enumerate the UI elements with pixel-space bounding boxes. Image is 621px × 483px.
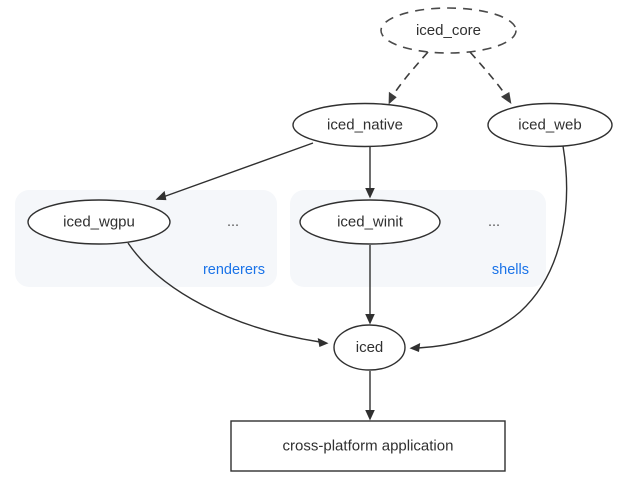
node-iced-web[interactable]: iced_web: [487, 102, 613, 148]
edge-iced-core-to-iced-web: [469, 51, 512, 104]
node-iced-native-shape[interactable]: [292, 102, 438, 148]
cluster-shells-ellipsis: ...: [488, 214, 500, 230]
node-iced-native[interactable]: iced_native: [292, 102, 438, 148]
cluster-renderers-ellipsis: ...: [227, 214, 239, 230]
edge-iced-web-to-iced: [409, 145, 568, 352]
node-iced-web-shape[interactable]: [487, 102, 613, 148]
node-iced-wgpu-shape[interactable]: [27, 199, 171, 245]
node-iced-web-label: iced_web: [518, 116, 581, 133]
node-cross-platform-application[interactable]: cross-platform application: [230, 420, 506, 472]
node-iced-core-label: iced_core: [416, 22, 481, 39]
edge-iced-winit-to-iced: [365, 245, 375, 325]
node-iced-winit[interactable]: iced_winit: [299, 199, 441, 245]
node-iced-winit-label: iced_winit: [337, 213, 404, 230]
node-iced-native-label: iced_native: [327, 116, 403, 133]
node-iced[interactable]: iced: [333, 324, 406, 371]
node-iced-shape[interactable]: [333, 324, 406, 371]
edge-iced-native-to-iced-winit: [365, 146, 375, 199]
node-iced-wgpu-label: iced_wgpu: [63, 213, 135, 230]
node-iced-core[interactable]: iced_core: [380, 7, 517, 54]
cluster-shells-label: shells: [492, 262, 529, 278]
edge-iced-to-application: [365, 371, 375, 421]
cluster-renderers-label: renderers: [203, 262, 265, 278]
node-cross-platform-application-label: cross-platform application: [283, 437, 454, 454]
node-iced-label: iced: [356, 339, 384, 356]
node-cross-platform-application-shape[interactable]: [230, 420, 506, 472]
node-iced-wgpu[interactable]: iced_wgpu: [27, 199, 171, 245]
edge-iced-native-to-iced-wgpu: [155, 142, 314, 201]
edge-iced-wgpu-to-iced: [127, 242, 329, 347]
node-iced-core-shape[interactable]: [380, 7, 517, 54]
node-iced-winit-shape[interactable]: [299, 199, 441, 245]
edge-iced-core-to-iced-native: [388, 51, 429, 105]
